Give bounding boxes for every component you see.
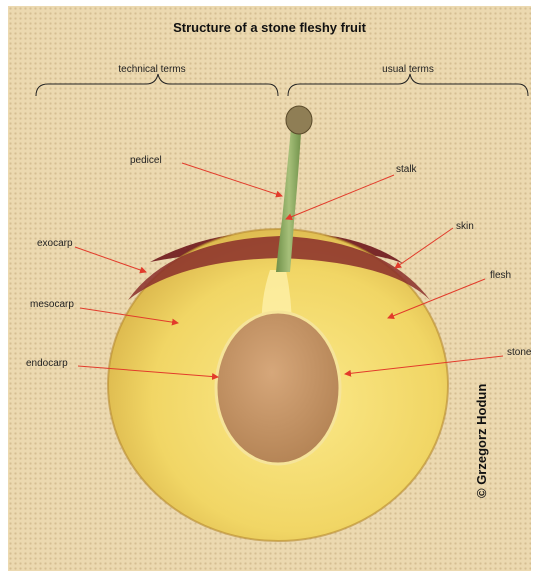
label-stone: stone — [507, 347, 531, 358]
stalk-tip — [286, 106, 312, 134]
label-pedicel: pedicel — [130, 155, 162, 166]
arrow-stalk — [286, 175, 394, 219]
label-exocarp: exocarp — [37, 238, 73, 249]
arrow-skin — [395, 228, 453, 268]
usual-brace — [288, 74, 528, 96]
fruit-stone — [216, 312, 340, 464]
technical-terms-heading: technical terms — [82, 64, 222, 75]
technical-brace — [36, 74, 278, 96]
label-flesh: flesh — [490, 270, 511, 281]
label-endocarp: endocarp — [26, 358, 68, 369]
label-stalk: stalk — [396, 164, 417, 175]
label-skin: skin — [456, 221, 474, 232]
copyright-credit: © Grzegorz Hodun — [474, 348, 489, 498]
arrow-exocarp — [75, 247, 146, 272]
arrow-pedicel — [182, 163, 282, 196]
usual-terms-heading: usual terms — [338, 64, 478, 75]
diagram-title: Structure of a stone fleshy fruit — [0, 20, 539, 35]
label-mesocarp: mesocarp — [30, 299, 74, 310]
